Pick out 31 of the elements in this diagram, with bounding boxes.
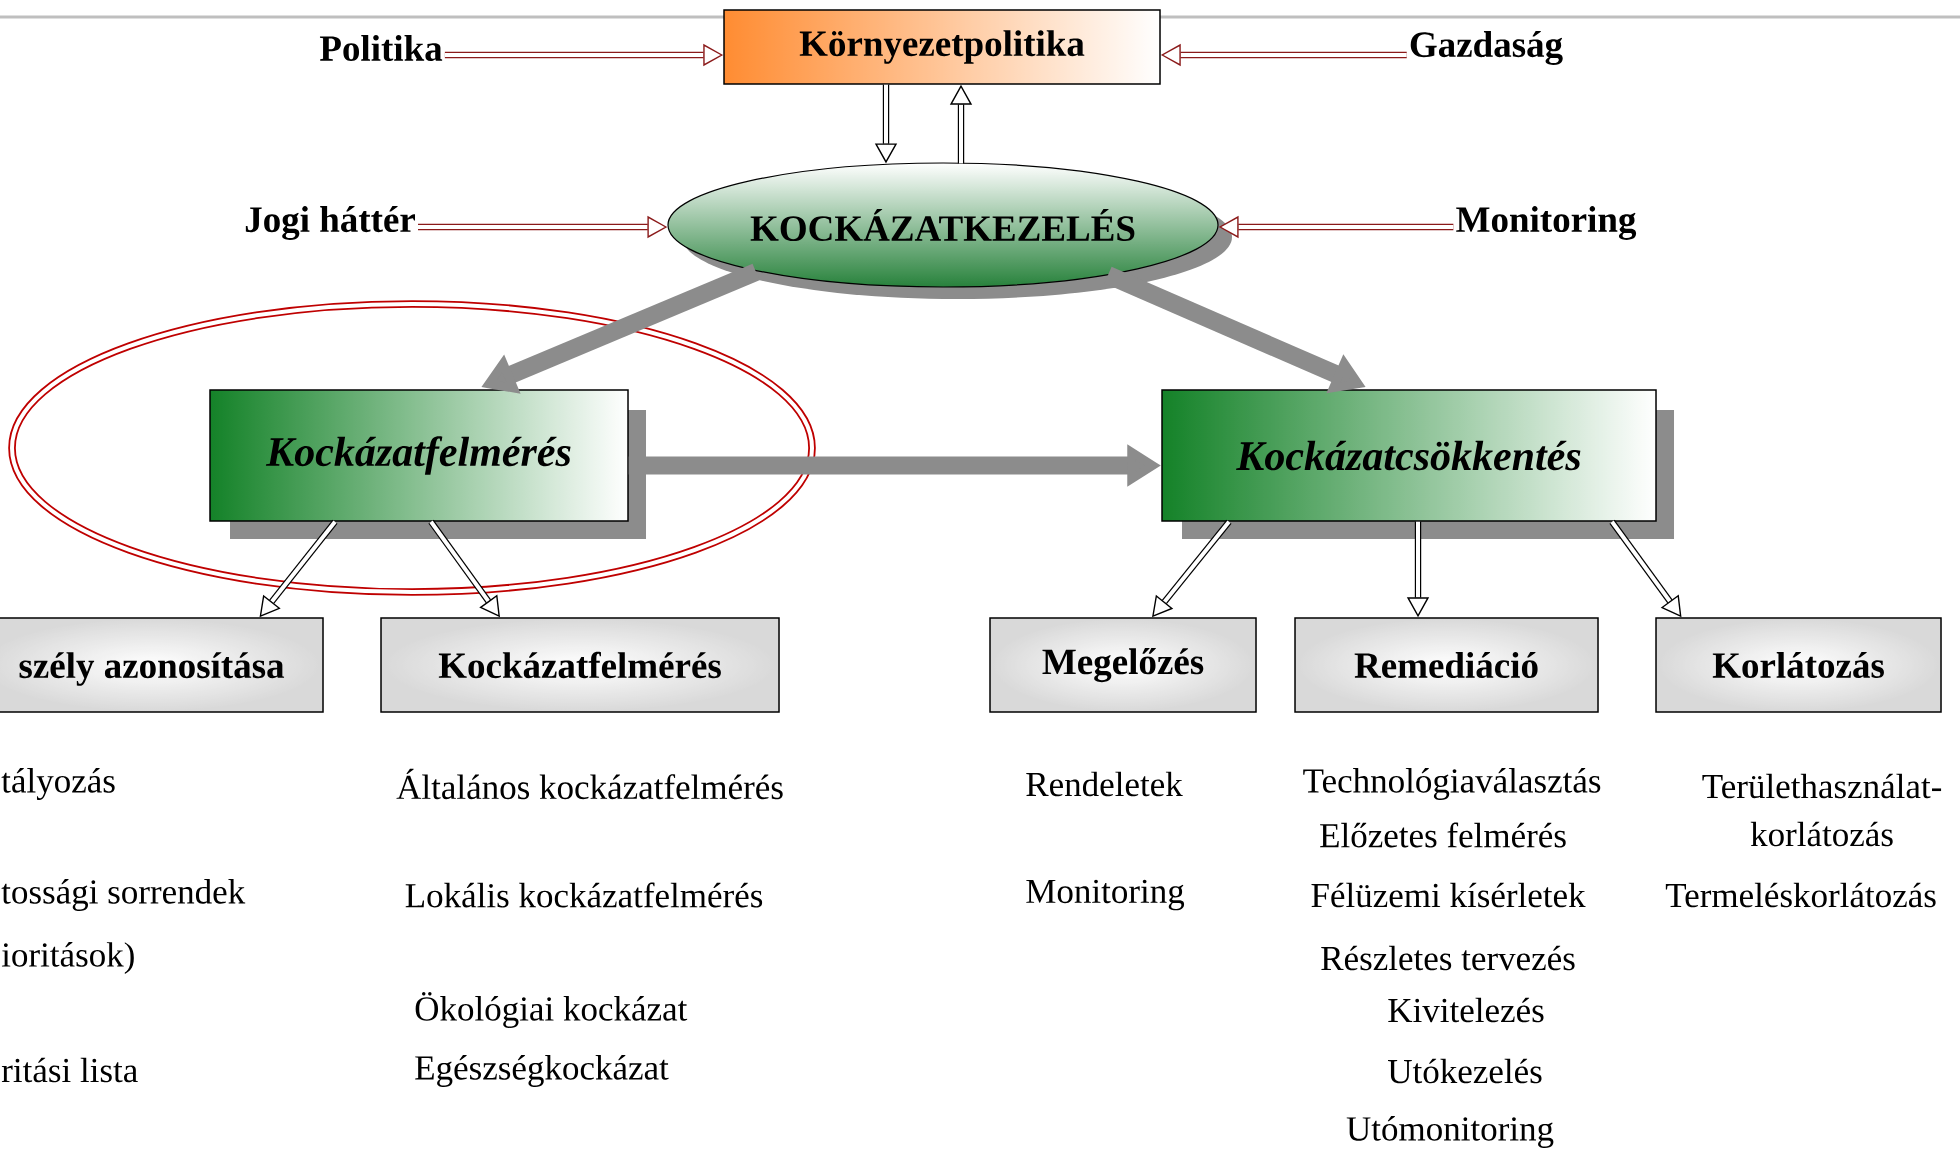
input-label: Jogi háttér <box>245 206 415 240</box>
step-text: ioritások) <box>1 942 134 974</box>
step-text: Utómonitoring <box>1346 1116 1554 1148</box>
category-box: szély azonosítása <box>0 617 324 713</box>
step-text: ritási lista <box>1 1057 138 1083</box>
process-box: Környezetpolitika <box>723 9 1161 85</box>
step-text: tossági sorrendek <box>1 879 246 911</box>
process-box: Kockázatfelmérés <box>209 389 646 539</box>
step-text: Általános kockázatfelmérés <box>396 768 783 800</box>
step-text: Utókezelés <box>1388 1058 1542 1084</box>
category-box: Kockázatfelmérés <box>380 617 780 713</box>
input-label: Politika <box>319 35 443 61</box>
step-text: Rendeletek <box>1026 771 1183 797</box>
step-text: Technológiaválasztás <box>1303 768 1601 800</box>
input-label: Gazdaság <box>1410 31 1563 65</box>
category-box: Megelőzés <box>989 617 1257 713</box>
category-box: Korlátozás <box>1655 617 1942 713</box>
step-text: Ökológiai kockázat <box>415 992 688 1028</box>
step-text: Területhasználat-korlátozás <box>1702 773 1942 847</box>
step-text: Kivitelezés <box>1388 997 1544 1023</box>
step-text: Egészségkockázat <box>415 1055 669 1087</box>
step-text: Monitoring <box>1026 879 1185 911</box>
step-text: Termeléskorlátozás <box>1665 882 1936 908</box>
step-text: Részletes tervezés <box>1321 945 1575 971</box>
step-text: Félüzemi kísérletek <box>1311 882 1586 908</box>
step-text: Lokális kockázatfelmérés <box>405 882 763 908</box>
category-box: Remediáció <box>1294 617 1599 713</box>
step-text: Előzetes felmérés <box>1320 822 1566 848</box>
step-text: tályozás <box>1 768 115 800</box>
input-label: Monitoring <box>1456 206 1637 240</box>
process-box: Kockázatcsökkentés <box>1161 389 1674 539</box>
